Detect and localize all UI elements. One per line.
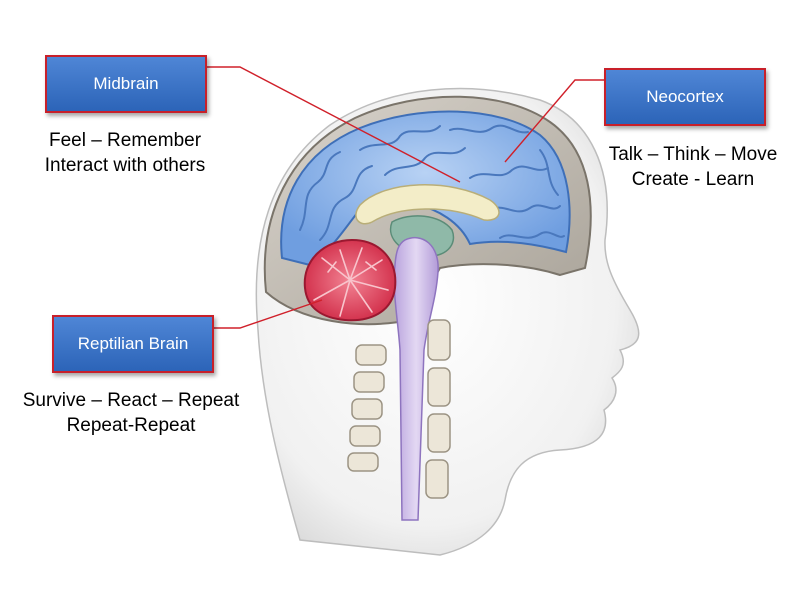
reptilian-leader bbox=[214, 299, 323, 329]
neocortex-label-box: Neocortex bbox=[604, 68, 766, 126]
midbrain-title: Midbrain bbox=[93, 74, 159, 93]
midbrain-caption-line2: Interact with others bbox=[44, 155, 206, 176]
leader-lines bbox=[207, 66, 604, 329]
cortex-folds bbox=[299, 124, 565, 241]
reptilian-caption-line1: Survive – React – Repeat bbox=[22, 390, 240, 411]
midbrain-caption: Feel – Remember Interact with others bbox=[20, 128, 230, 178]
neocortex-caption-line2: Create - Learn bbox=[631, 169, 755, 190]
vertebrae bbox=[347, 319, 451, 499]
reptilian-brain-label-box: Reptilian Brain bbox=[52, 315, 214, 373]
cerebellum-folds bbox=[313, 247, 389, 317]
neocortex-leader bbox=[504, 79, 604, 163]
brainstem bbox=[393, 236, 439, 521]
midbrain-label-box: Midbrain bbox=[45, 55, 207, 113]
reptilian-caption-line2: Repeat-Repeat bbox=[66, 415, 196, 436]
neocortex-caption-line1: Talk – Think – Move bbox=[608, 144, 778, 165]
midbrain-caption-line1: Feel – Remember bbox=[48, 130, 202, 151]
midbrain-region bbox=[355, 184, 500, 225]
neocortex-caption: Talk – Think – Move Create - Learn bbox=[588, 142, 798, 192]
midbrain-leader bbox=[207, 66, 461, 183]
reptilian-brain-caption: Survive – React – Repeat Repeat-Repeat bbox=[0, 388, 262, 438]
reptilian-brain-title: Reptilian Brain bbox=[77, 334, 189, 353]
neocortex-title: Neocortex bbox=[646, 87, 724, 106]
